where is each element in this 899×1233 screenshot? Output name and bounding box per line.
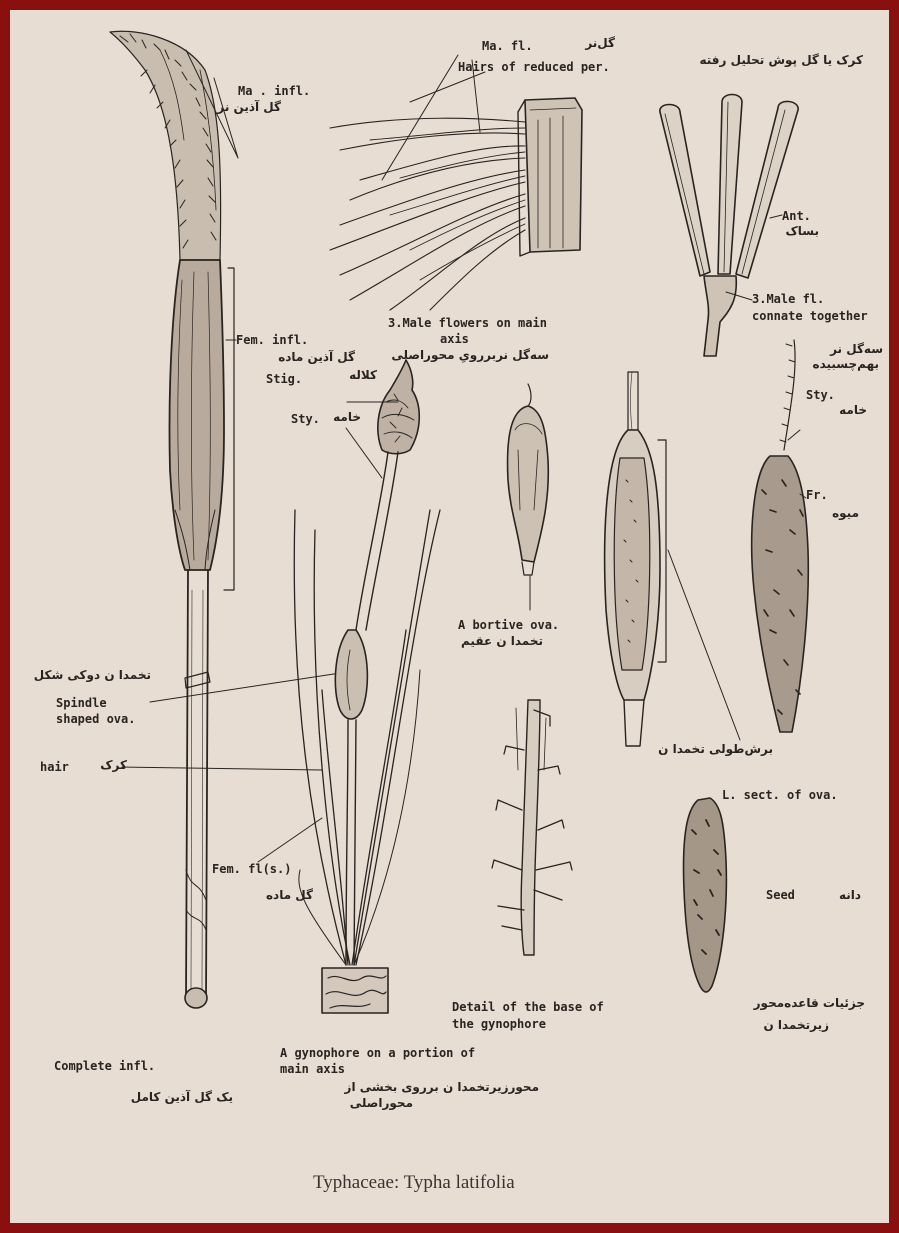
label-gynophore-on-axis-2: main axis <box>280 1062 345 1076</box>
label-gynophore-base-detail: Detail of the base of <box>452 1000 604 1014</box>
label-male-flowers-on-axis-fa: سه‌گل نربررویِ محوراصلی <box>391 348 549 363</box>
label-complete-inflorescence: Complete infl. <box>54 1059 155 1073</box>
label-connate-together-fa: بهم‌چسبیده <box>812 357 879 372</box>
label-female-flowers: Fem. fl(s.) <box>212 862 291 876</box>
label-male-inflorescence: Ma . infl. <box>238 84 310 98</box>
label-longitudinal-section: L. sect. of ova. <box>722 788 838 802</box>
label-complete-inflorescence-fa: یک گل آذین کامل <box>131 1090 233 1105</box>
label-three-male-flowers-fa: سه‌گل نر <box>830 342 883 357</box>
label-fruit: Fr. <box>806 488 828 502</box>
label-male-flower: Ma. fl. <box>482 39 533 53</box>
label-spindle-shaped-ovary-2: shaped ova. <box>56 712 135 726</box>
label-anther: Ant. <box>782 209 811 223</box>
label-hair-fa: کرک <box>100 758 127 773</box>
label-hair: hair <box>40 760 69 774</box>
seed-drawing <box>684 798 727 992</box>
label-hairs-reduced-perianth: Hairs of reduced per. <box>458 60 610 74</box>
label-seed-fa: دانه <box>839 888 861 903</box>
botanical-drawing <box>10 10 889 1223</box>
label-gynophore-base-detail-fa-2: زیرتخمدا ن <box>763 1018 829 1033</box>
label-connate-together: connate together <box>752 309 868 323</box>
label-anther-fa: بساک <box>785 224 819 239</box>
label-longitudinal-section-fa: برش‌طولی تخمدا ن <box>658 742 773 757</box>
label-style-left-fa: خامه <box>333 410 361 425</box>
label-style-left: Sty. <box>291 412 320 426</box>
label-style-right-fa: خامه <box>839 403 867 418</box>
label-male-flowers-on-axis-2: axis <box>440 332 469 346</box>
label-female-flowers-fa: گل ماده <box>266 888 313 903</box>
label-stigma-fa: کلاله <box>349 368 377 383</box>
label-fruit-fa: میوه <box>832 506 859 521</box>
label-style-right: Sty. <box>806 388 835 402</box>
label-gynophore-base-detail-2: the gynophore <box>452 1017 546 1031</box>
male-flowers-hairs-drawing <box>330 55 582 310</box>
label-gynophore-on-axis: A gynophore on a portion of <box>280 1046 475 1060</box>
label-stigma: Stig. <box>266 372 302 386</box>
label-gynophore-on-axis-fa-2: محوراصلی <box>350 1096 413 1111</box>
illustration-page: Ma . infl. گل آذین نر Ma. fl. گل‌نر Hair… <box>10 10 889 1223</box>
label-male-inflorescence-fa: گل آذین نر <box>217 100 281 115</box>
label-spindle-ovary-fa: تخمدا ن دوکی شکل <box>34 668 151 683</box>
label-spindle-shaped-ovary: Spindle <box>56 696 107 710</box>
label-gynophore-base-detail-fa: جزئیات قاعده‌محور <box>754 996 865 1011</box>
label-male-flowers-on-axis: 3.Male flowers on main <box>388 316 547 330</box>
label-abortive-ovary: A bortive ova. <box>458 618 559 632</box>
label-male-flower-fa: گل‌نر <box>585 36 615 51</box>
label-gynophore-on-axis-fa: محورزیرتخمدا ن برروی بخشی از <box>345 1080 539 1095</box>
label-female-inflorescence: Fem. infl. <box>236 333 308 347</box>
gynophore-base-detail-drawing <box>492 700 572 955</box>
gynophore-drawing <box>258 360 440 1013</box>
fruit-drawing <box>752 340 809 732</box>
label-seed: Seed <box>766 888 795 902</box>
label-three-male-flowers: 3.Male fl. <box>752 292 824 306</box>
figure-caption: Typhaceae: Typha latifolia <box>313 1172 515 1194</box>
longitudinal-section-drawing <box>605 372 740 746</box>
abortive-ovary-drawing <box>508 384 549 610</box>
label-hairs-reduced-perianth-fa: کرک یا گل پوش تحلیل رفته <box>699 53 863 68</box>
label-abortive-ovary-fa: تخمدا ن عقیم <box>461 634 543 649</box>
label-female-inflorescence-fa: گل آذین ماده <box>278 350 355 365</box>
